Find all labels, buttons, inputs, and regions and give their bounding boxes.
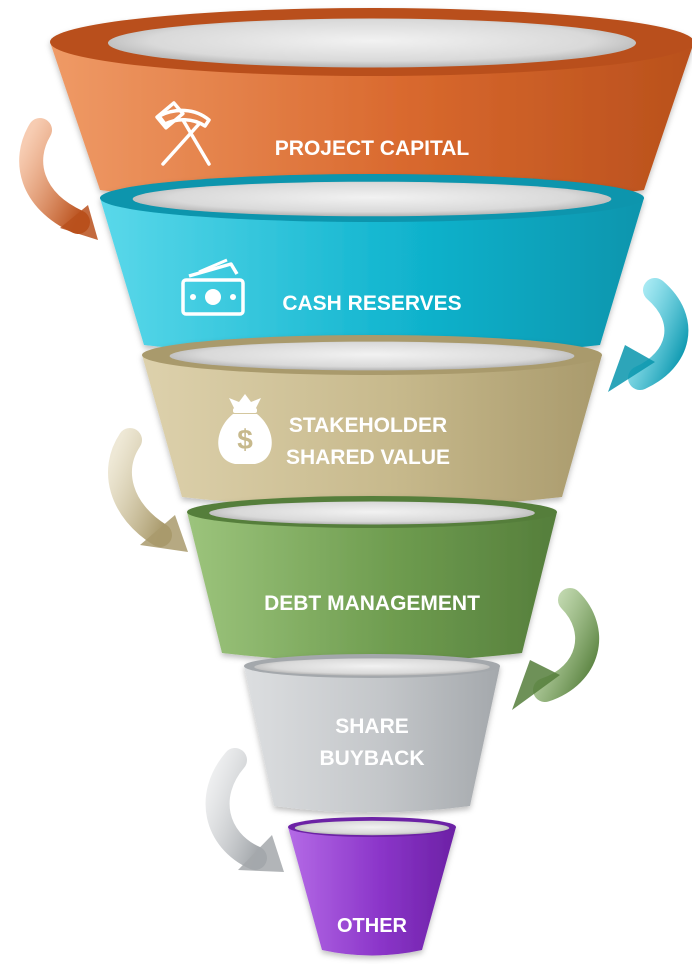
curved-arrow-icon	[19, 118, 98, 240]
tier-body	[142, 355, 602, 508]
tier-opening	[107, 18, 637, 68]
tier-label: DEBT MANAGEMENT	[264, 592, 480, 615]
tier-body	[288, 827, 456, 956]
curved-arrow-icon	[512, 588, 600, 710]
tier-label: OTHER	[337, 915, 408, 937]
funnel-tier: $ STAKEHOLDER SHARED VALUE	[142, 335, 602, 508]
tier-label: PROJECT CAPITAL	[275, 137, 470, 160]
funnel-tier: OTHER	[288, 817, 456, 956]
cash-icon	[181, 258, 245, 316]
tier-body	[244, 666, 500, 813]
money-bag-icon: $	[218, 394, 272, 464]
tier-label: BUYBACK	[320, 747, 425, 770]
tier-label: CASH RESERVES	[282, 292, 461, 315]
funnel-tier: CASH RESERVES	[100, 174, 644, 359]
tier-body	[50, 42, 692, 209]
tier-body	[187, 512, 557, 662]
tier-label: SHARED VALUE	[286, 446, 450, 469]
tier-opening	[169, 341, 575, 371]
arrows-layer	[19, 118, 689, 872]
tier-label: STAKEHOLDER	[289, 414, 447, 437]
funnel-tier: SHARE BUYBACK	[244, 654, 500, 813]
tier-opening	[132, 181, 612, 217]
tier-opening	[209, 501, 535, 525]
tier-body	[100, 198, 644, 359]
curved-arrow-icon	[608, 278, 689, 392]
tiers-layer: PROJECT CAPITAL CASH RESERVES $ STAKEHOLDER…	[50, 8, 692, 956]
funnel-tier: DEBT MANAGEMENT	[187, 496, 557, 662]
curved-arrow-icon	[205, 748, 284, 872]
dollar-sign: $	[237, 424, 253, 455]
tier-opening	[294, 820, 450, 836]
tier-label: SHARE	[335, 715, 409, 738]
curved-arrow-icon	[108, 428, 188, 552]
pickaxe-hammer-icon	[155, 101, 211, 166]
funnel-tier: PROJECT CAPITAL	[50, 8, 692, 209]
tier-opening	[254, 658, 490, 676]
